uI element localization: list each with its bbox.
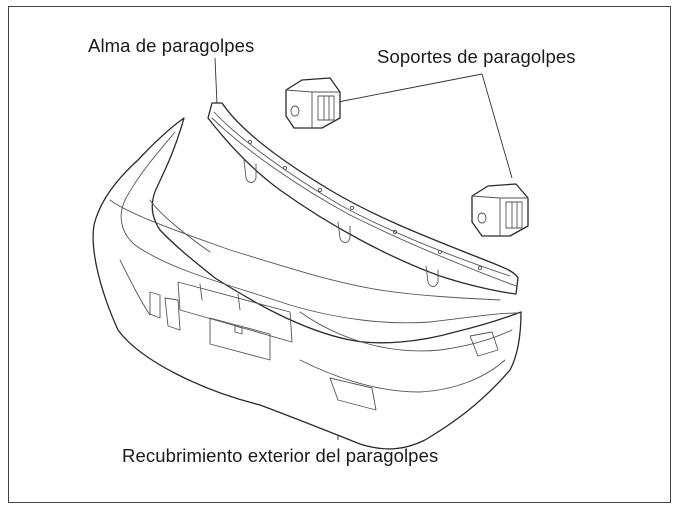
bumper-cover-drawing bbox=[92, 117, 522, 450]
beam-bottom-flange bbox=[211, 117, 517, 287]
beam-top-flange bbox=[213, 111, 511, 277]
bracket-lower-bolt-hole bbox=[477, 212, 487, 224]
cover-side-vent-far-left bbox=[149, 291, 161, 319]
cover-tow-hook-cover bbox=[234, 325, 243, 335]
bracket-upper-bolt-hole bbox=[290, 105, 300, 117]
label-bumper-beam: Alma de paragolpes bbox=[88, 35, 255, 56]
beam-tab-2 bbox=[337, 221, 351, 243]
cover-license-plate-area bbox=[209, 317, 271, 361]
cover-fog-lamp-recess bbox=[329, 377, 377, 411]
bumper-bracket-lower bbox=[471, 183, 529, 237]
cover-corner-crease bbox=[149, 199, 211, 253]
bracket-upper-ribs bbox=[323, 95, 330, 121]
bracket-leader-line-lower bbox=[481, 73, 513, 179]
cover-mid-contour bbox=[299, 311, 513, 352]
bracket-lower-ribs bbox=[511, 201, 518, 229]
cover-grille-opening bbox=[177, 281, 293, 343]
label-bumper-cover: Recubrimiento exterior del paragolpes bbox=[122, 445, 439, 466]
cover-grille-detail bbox=[199, 283, 241, 311]
bracket-leader-line-upper bbox=[337, 73, 483, 103]
beam-body bbox=[207, 102, 519, 295]
cover-outline bbox=[92, 117, 522, 450]
cover-right-vent bbox=[469, 331, 499, 357]
cover-left-contour bbox=[119, 259, 151, 316]
cover-upper-ridge bbox=[120, 131, 519, 324]
bumper-bracket-upper bbox=[285, 77, 341, 129]
bracket-upper-body bbox=[285, 77, 341, 129]
cover-top-edge bbox=[109, 199, 501, 301]
beam-tab-1 bbox=[243, 159, 257, 183]
beam-mounting-holes bbox=[247, 139, 483, 271]
bumper-beam-drawing bbox=[207, 102, 519, 295]
beam-leader-line bbox=[214, 57, 218, 105]
beam-tab-3 bbox=[425, 265, 439, 287]
cover-lower-contour bbox=[299, 359, 506, 393]
cover-side-vent-left bbox=[164, 297, 181, 331]
label-bumper-brackets: Soportes de paragolpes bbox=[377, 46, 576, 67]
